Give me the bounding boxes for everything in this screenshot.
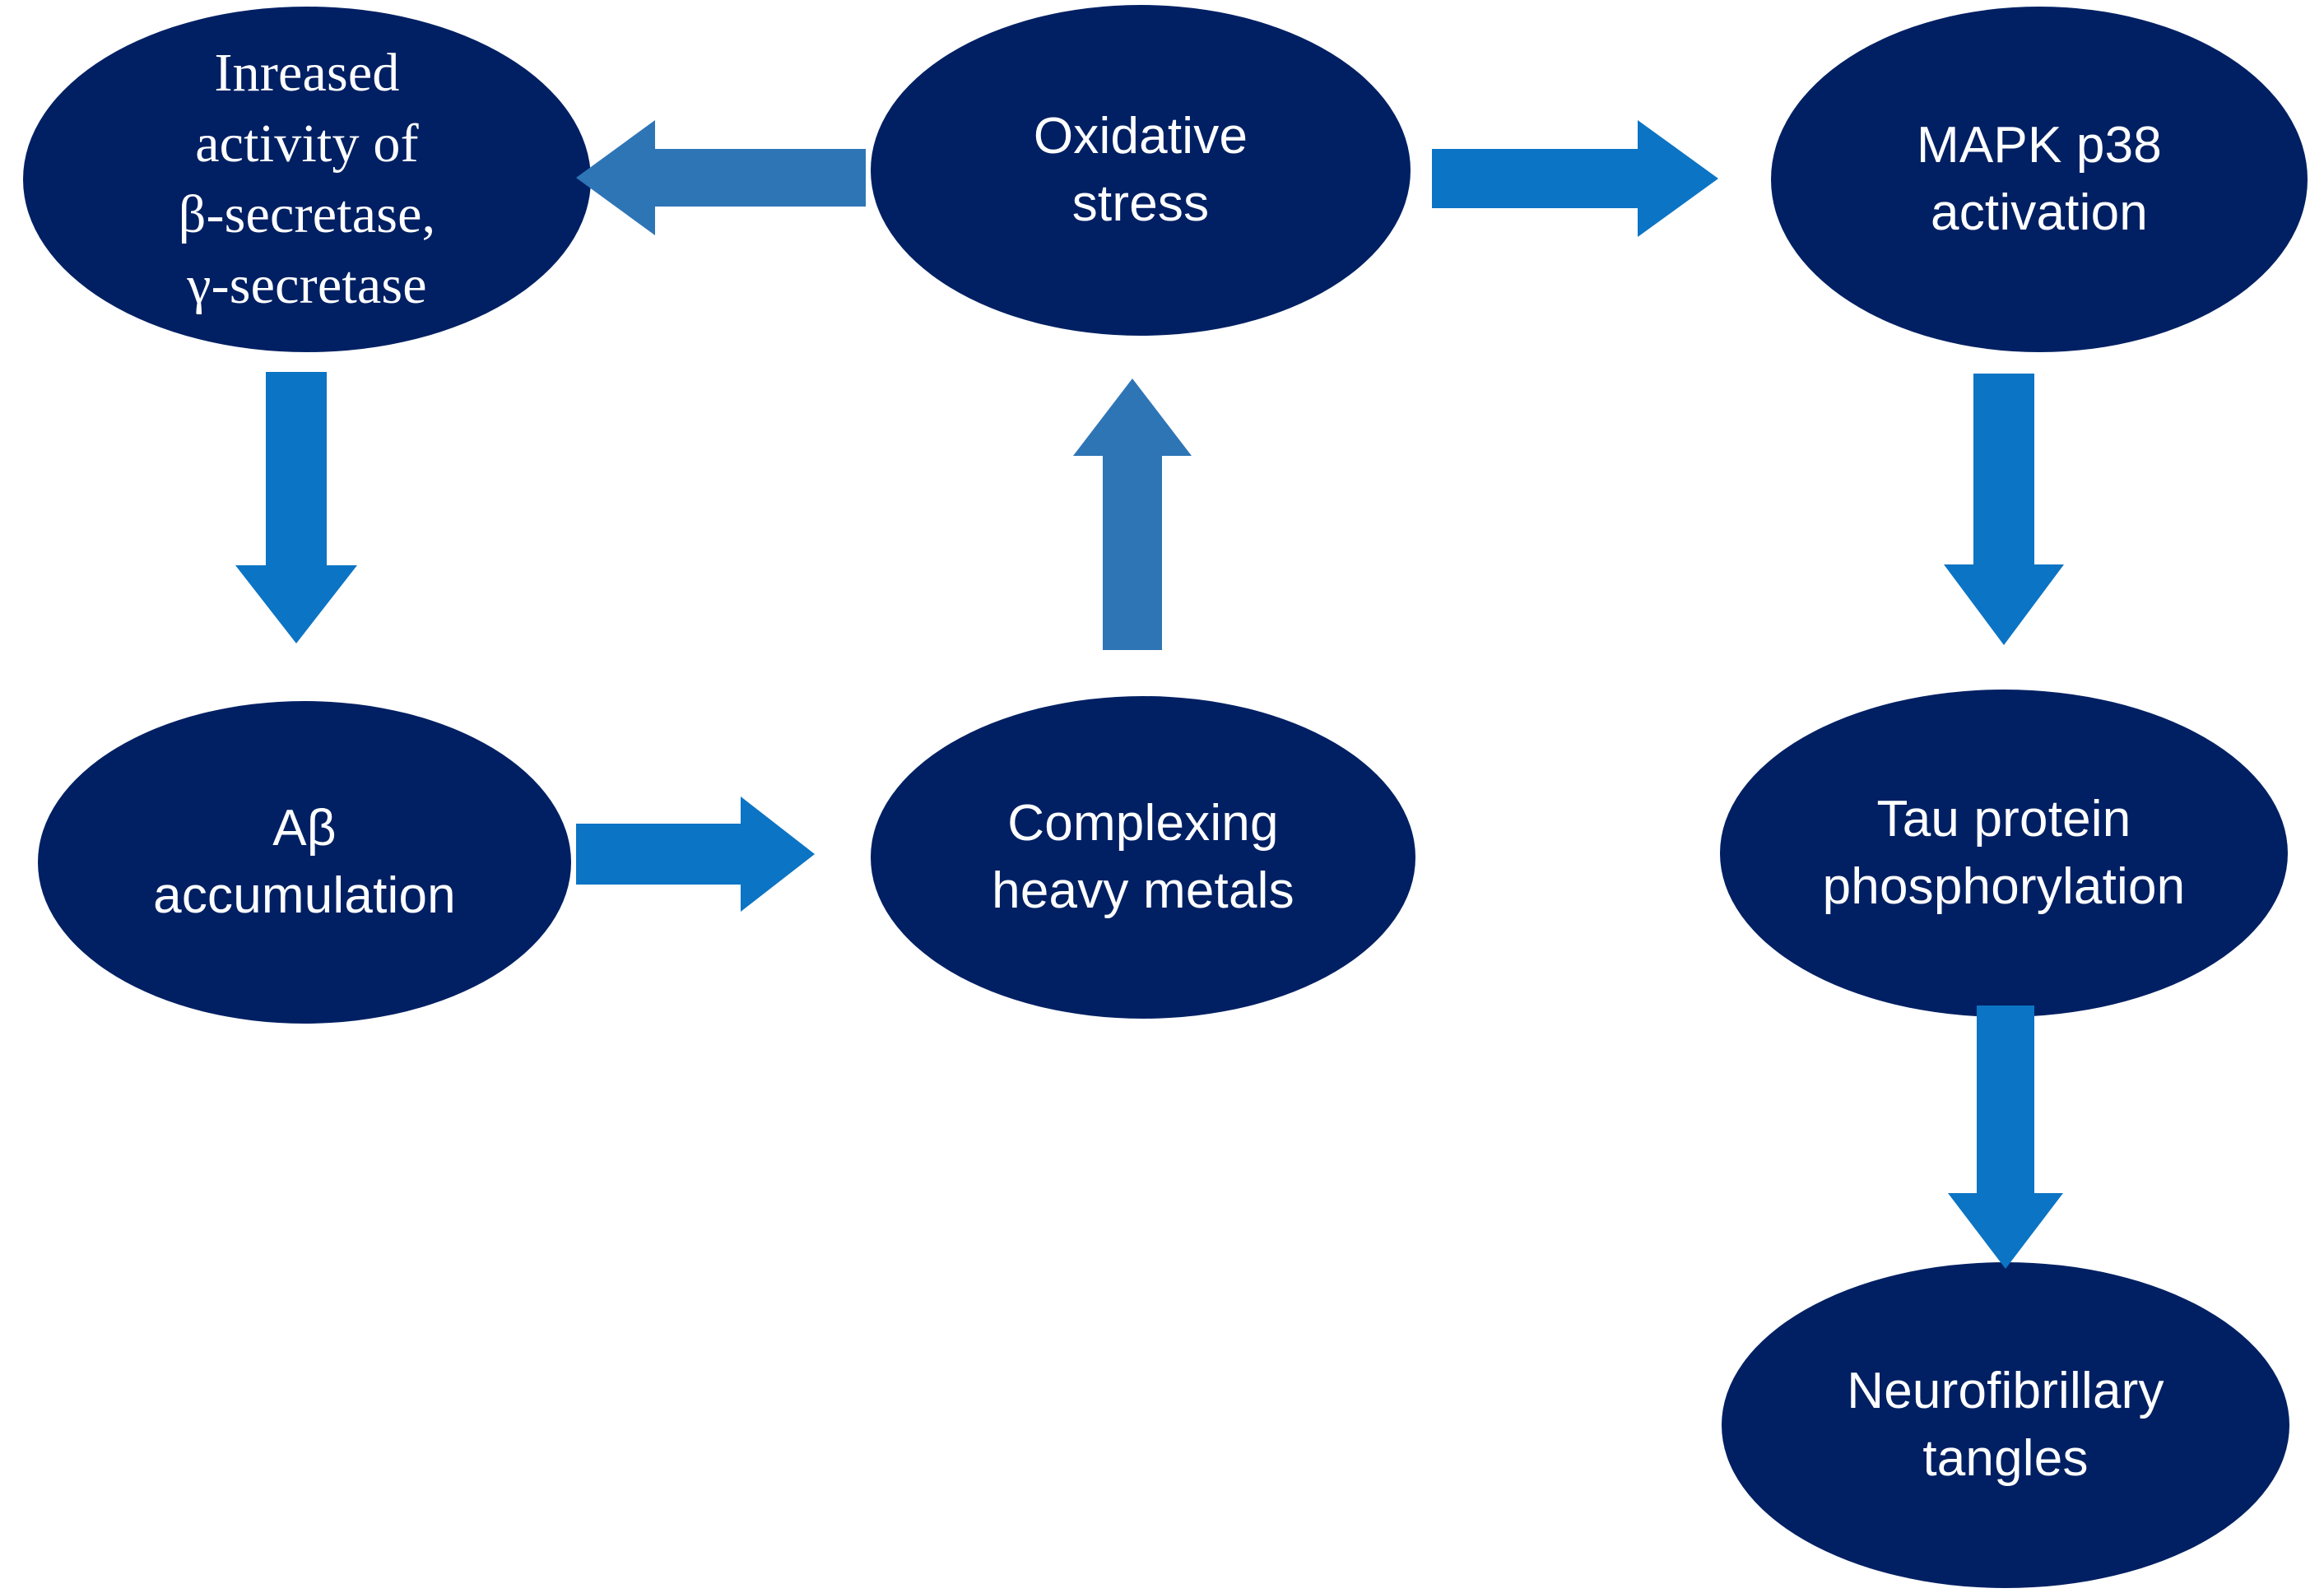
arrow-right-icon-oxidative-to-mapk [1432,117,1718,240]
node-abeta-accumulation[interactable]: Aβ accumulation [38,701,571,1024]
arrow-shape [235,372,357,643]
arrow-down-icon-secretase-to-abeta [230,372,362,643]
node-label: Aβ accumulation [153,800,456,924]
arrow-down-icon-tau-to-tangles [1944,1005,2067,1269]
node-label: MAPK p38 activation [1917,117,2162,241]
node-label: Tau protein phosphorylation [1822,791,2186,915]
arrow-down-icon-mapk-to-tau [1939,374,2069,645]
node-increased-secretase-activity[interactable]: Inreased activity of β-secretase, γ-secr… [23,7,591,352]
arrow-right-icon-abeta-to-complexing [576,796,815,912]
arrow-shape [1073,379,1192,650]
node-complexing-heavy-metals[interactable]: Complexing heavy metals [871,696,1415,1019]
node-label: Neurofibrillary tangles [1847,1363,2164,1487]
arrow-shape [576,796,815,912]
node-label: Oxidative stress [1033,108,1248,232]
node-neurofibrillary-tangles[interactable]: Neurofibrillary tangles [1722,1262,2289,1588]
node-label: Inreased activity of β-secretase, γ-secr… [178,43,436,315]
arrow-shape [1432,120,1718,237]
node-label: Complexing heavy metals [992,795,1294,919]
arrow-shape [576,120,866,235]
arrow-shape [1948,1005,2063,1269]
arrow-up-icon-complexing-to-oxidative [1067,379,1198,650]
arrow-left-icon-oxidative-to-secretase [576,115,866,240]
arrow-shape [1944,374,2064,645]
node-mapk-p38-activation[interactable]: MAPK p38 activation [1771,7,2308,352]
node-tau-protein-phosphorylation[interactable]: Tau protein phosphorylation [1720,690,2288,1017]
node-oxidative-stress[interactable]: Oxidative stress [871,5,1411,336]
